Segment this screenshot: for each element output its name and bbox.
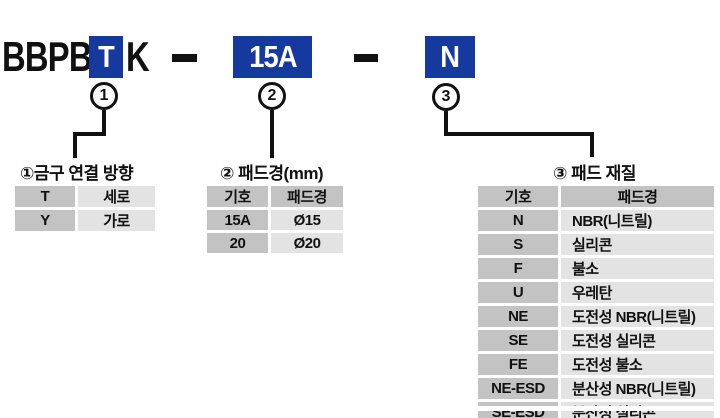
value-cell: NBR(니트릴) (561, 210, 714, 231)
header-cell: 기호 (478, 186, 558, 207)
value-cell: 세로 (78, 186, 155, 207)
value-cell: Ø20 (271, 233, 343, 253)
connector-line-1b (73, 132, 106, 136)
table-row: FE 도전성 불소 (478, 354, 714, 375)
connector-line-2 (270, 110, 274, 158)
dash-separator-2: – (354, 54, 378, 62)
code-cell: NE-ESD (478, 378, 558, 399)
value-cell: 도전성 불소 (561, 354, 714, 375)
code-part3: N (440, 39, 461, 74)
connector-line-3b (444, 132, 594, 136)
section3-title: ③ 패드 재질 (553, 164, 636, 183)
code-cell: T (15, 186, 75, 207)
code-highlight-box-1: T (89, 36, 123, 78)
section1-title: ①금구 연결 방향 (20, 164, 134, 183)
code-cell: SE (478, 330, 558, 351)
code-part2: 15A (248, 39, 297, 74)
header-cell: 패드경 (561, 186, 714, 207)
table-row: U 우레탄 (478, 282, 714, 303)
value-cell: 가로 (78, 210, 155, 231)
connector-line-3a (444, 111, 448, 136)
value-cell: Ø15 (271, 210, 343, 230)
connector-line-3c (590, 132, 594, 157)
callout-number-1: 1 (99, 87, 109, 104)
code-cell: 15A (207, 210, 268, 230)
dash-separator-1: – (172, 54, 197, 62)
pad-material-table: 기호 패드경 N NBR(니트릴) S 실리콘 F 불소 U 우레탄 NE 도전… (475, 183, 717, 418)
header-cell: 패드경 (271, 186, 343, 207)
code-prefix: BBPB (2, 33, 92, 80)
callout-number-3: 3 (441, 88, 451, 105)
callout-circle-1: 1 (90, 82, 118, 110)
table-row: NE 도전성 NBR(니트릴) (478, 306, 714, 327)
table-row: SE 도전성 실리콘 (478, 330, 714, 351)
header-cell: 기호 (207, 186, 268, 207)
code-cell: NE (478, 306, 558, 327)
table-bottom-rule (461, 406, 720, 411)
section2-title: ② 패드경(mm) (220, 164, 324, 183)
pad-diameter-table: 기호 패드경 15A Ø15 20 Ø20 (204, 183, 346, 256)
callout-number-2: 2 (267, 87, 277, 104)
table-row: T 세로 (15, 186, 155, 207)
code-part1: T (98, 39, 115, 74)
code-highlight-box-3: N (425, 36, 475, 78)
table-row: N NBR(니트릴) (478, 210, 714, 231)
connection-direction-table: T 세로 Y 가로 (12, 183, 158, 234)
table-row: S 실리콘 (478, 234, 714, 255)
value-cell: 우레탄 (561, 282, 714, 303)
code-cell: N (478, 210, 558, 231)
table-row: F 불소 (478, 258, 714, 279)
code-cell: S (478, 234, 558, 255)
value-cell: 실리콘 (561, 234, 714, 255)
table-header-row: 기호 패드경 (478, 186, 714, 207)
code-cell: Y (15, 210, 75, 231)
value-cell: 분산성 NBR(니트릴) (561, 378, 714, 399)
connector-line-1c (73, 132, 77, 158)
code-cell: FE (478, 354, 558, 375)
table-row: Y 가로 (15, 210, 155, 231)
code-cell: F (478, 258, 558, 279)
code-cell: U (478, 282, 558, 303)
callout-circle-2: 2 (258, 82, 286, 110)
code-part1-suffix: K (126, 33, 150, 80)
code-highlight-box-2: 15A (233, 36, 312, 78)
connector-line-1a (102, 110, 106, 136)
table-row: NE-ESD 분산성 NBR(니트릴) (478, 378, 714, 399)
value-cell: 도전성 실리콘 (561, 330, 714, 351)
value-cell: 도전성 NBR(니트릴) (561, 306, 714, 327)
code-cell: 20 (207, 233, 268, 253)
value-cell: 불소 (561, 258, 714, 279)
table-row: 15A Ø15 (207, 210, 343, 230)
table-header-row: 기호 패드경 (207, 186, 343, 207)
callout-circle-3: 3 (432, 83, 460, 111)
table-row: 20 Ø20 (207, 233, 343, 253)
